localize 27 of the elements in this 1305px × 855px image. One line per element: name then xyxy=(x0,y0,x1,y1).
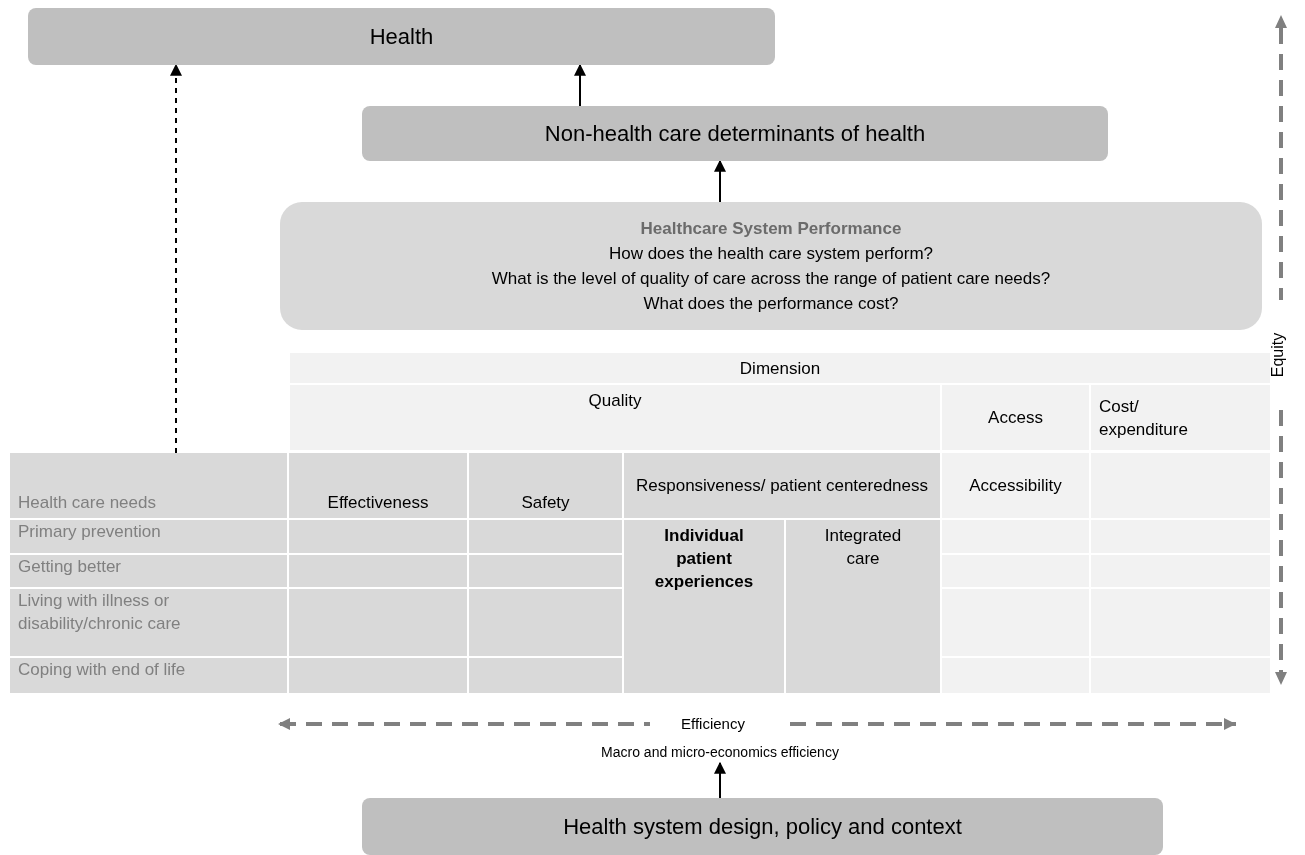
context-box: Health system design, policy and context xyxy=(362,798,1163,855)
column-header: Dimension xyxy=(290,353,1270,383)
row-header: Primary prevention xyxy=(10,520,287,553)
edge-target-text: Macro and micro-economics efficiency xyxy=(540,741,900,763)
column-header: Accessibility xyxy=(942,453,1089,518)
axis-label: Equity xyxy=(1268,332,1288,378)
care-needs-table xyxy=(10,453,1270,693)
row-header: Health care needs xyxy=(10,453,287,518)
column-header: Quality xyxy=(290,385,940,450)
column-header: Integrated care xyxy=(786,520,940,693)
row-header: Living with illness or disability/chronic care xyxy=(10,589,287,656)
arrow xyxy=(574,63,586,107)
row-header: Coping with end of life xyxy=(10,658,287,693)
column-header: Effectiveness xyxy=(289,453,467,518)
row-header: Getting better xyxy=(10,555,287,587)
axis-label: Efficiency xyxy=(681,714,745,734)
column-header: Individual patient experiences xyxy=(624,520,784,693)
outcome-box: Health xyxy=(28,8,775,65)
column-header: Access xyxy=(942,385,1089,450)
determinants-box: Non-health care determinants of health xyxy=(362,106,1108,161)
arrow xyxy=(170,63,182,454)
column-header: Safety xyxy=(469,453,622,518)
performance-box: Healthcare System Performance How does the health care system perform? What is the level of quality of care across the range of patient care needs? What does the performance cost? xyxy=(280,202,1262,330)
arrow xyxy=(714,761,726,799)
arrow xyxy=(714,159,726,203)
column-header: Responsiveness/ patient centeredness xyxy=(624,453,940,518)
column-header: Cost/ expenditure xyxy=(1091,385,1270,450)
